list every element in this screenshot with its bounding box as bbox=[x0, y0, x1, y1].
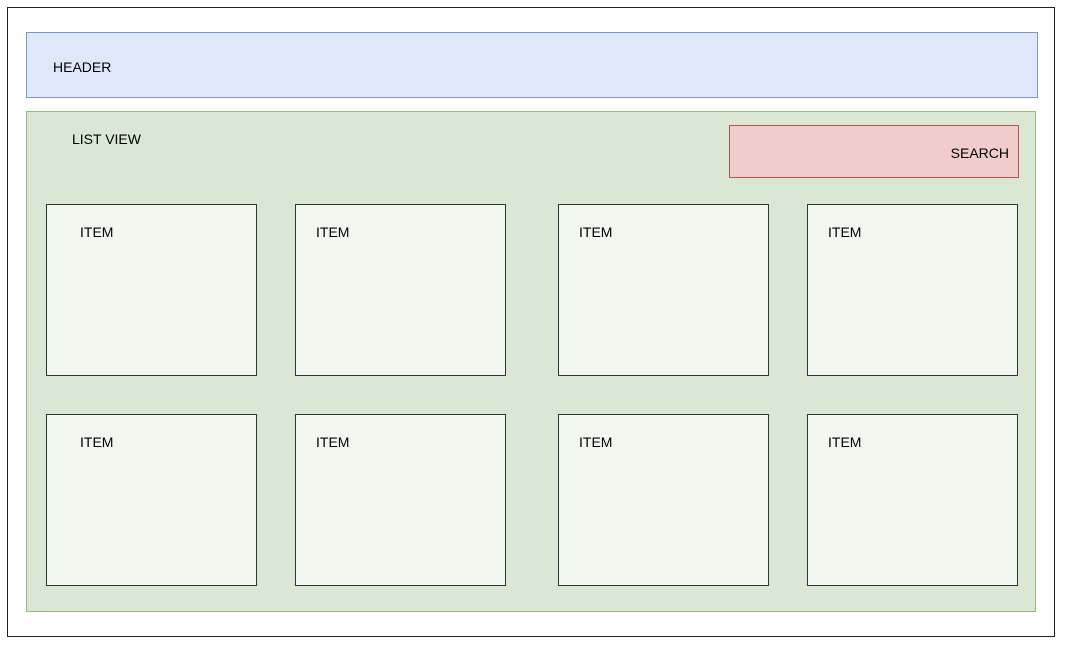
search-box[interactable]: SEARCH bbox=[729, 125, 1019, 178]
item-label: ITEM bbox=[828, 434, 862, 450]
list-item[interactable]: ITEM bbox=[295, 414, 506, 586]
item-label: ITEM bbox=[316, 434, 350, 450]
search-label: SEARCH bbox=[950, 145, 1009, 161]
item-label: ITEM bbox=[828, 224, 862, 240]
list-item[interactable]: ITEM bbox=[295, 204, 506, 376]
list-item[interactable]: ITEM bbox=[558, 414, 769, 586]
item-label: ITEM bbox=[80, 224, 114, 240]
list-item[interactable]: ITEM bbox=[807, 204, 1018, 376]
header-label: HEADER bbox=[53, 59, 112, 75]
item-label: ITEM bbox=[80, 434, 114, 450]
item-label: ITEM bbox=[316, 224, 350, 240]
list-item[interactable]: ITEM bbox=[46, 204, 257, 376]
list-item[interactable]: ITEM bbox=[558, 204, 769, 376]
item-label: ITEM bbox=[579, 434, 613, 450]
list-view: LIST VIEW SEARCH ITEM ITEM ITEM ITEM ITE… bbox=[26, 111, 1036, 612]
list-item[interactable]: ITEM bbox=[807, 414, 1018, 586]
list-view-label: LIST VIEW bbox=[72, 131, 141, 147]
item-label: ITEM bbox=[579, 224, 613, 240]
header: HEADER bbox=[26, 32, 1038, 98]
list-item[interactable]: ITEM bbox=[46, 414, 257, 586]
